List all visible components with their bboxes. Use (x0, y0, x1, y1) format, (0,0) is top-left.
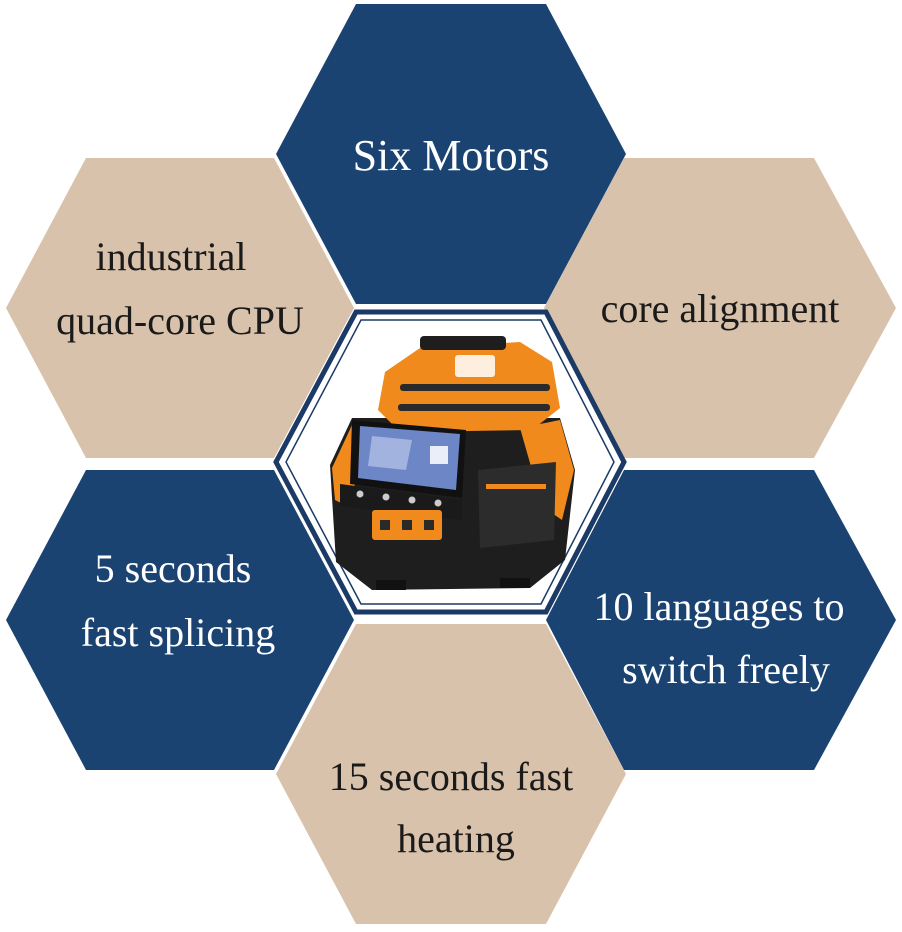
device-heater (478, 462, 556, 548)
hex-quad-core-cpu: industrial quad-core CPU (6, 158, 354, 458)
device-foot-right (500, 578, 530, 588)
device-button-4 (434, 499, 442, 507)
device-button-3 (408, 496, 416, 504)
fusion-splicer-device (330, 336, 575, 590)
hex-languages-line-2: switch freely (622, 647, 830, 692)
hex-center-device (273, 309, 627, 615)
hex-languages-line-1: 10 languages to (593, 584, 844, 629)
hex-quad-core-cpu-text: industrial quad-core CPU (56, 234, 304, 343)
hex-quad-core-cpu-line-1: industrial (95, 234, 246, 279)
hex-fast-heating-line-2: heating (397, 816, 515, 861)
device-lid-hinge (420, 336, 506, 350)
hex-languages: 10 languages to switch freely (546, 470, 896, 770)
hex-core-alignment: core alignment (544, 158, 896, 458)
hex-fast-heating: 15 seconds fast heating (276, 624, 626, 924)
hex-six-motors: Six Motors (276, 4, 626, 304)
device-front-port-1 (380, 520, 390, 530)
hex-fast-splicing: 5 seconds fast splicing (6, 470, 354, 770)
device-heater-stripe (486, 484, 546, 489)
device-front-port-2 (402, 520, 412, 530)
hex-fast-splicing-text: 5 seconds fast splicing (81, 546, 275, 655)
device-foot-left (376, 580, 406, 590)
hex-core-alignment-line-1: core alignment (601, 286, 840, 331)
hex-fast-splicing-line-2: fast splicing (81, 610, 275, 655)
hex-fast-splicing-line-1: 5 seconds (95, 546, 252, 591)
device-screen-highlight (368, 436, 412, 470)
hex-six-motors-text: Six Motors (353, 131, 550, 180)
hex-languages-text: 10 languages to switch freely (593, 584, 854, 692)
device-lid-rib-1 (400, 384, 550, 391)
hex-fast-heating-line-1: 15 seconds fast (329, 754, 573, 799)
device-button-1 (356, 490, 364, 498)
device-button-2 (382, 493, 390, 501)
hex-quad-core-cpu-line-2: quad-core CPU (56, 298, 304, 343)
hex-six-motors-line-1: Six Motors (353, 131, 550, 180)
device-lid-badge (455, 355, 495, 377)
device-front-port-3 (424, 520, 434, 530)
hex-fast-heating-text: 15 seconds fast heating (329, 754, 583, 861)
device-lid-rib-2 (398, 404, 550, 411)
hex-core-alignment-text: core alignment (601, 286, 840, 331)
device-screen-qr (430, 446, 448, 464)
